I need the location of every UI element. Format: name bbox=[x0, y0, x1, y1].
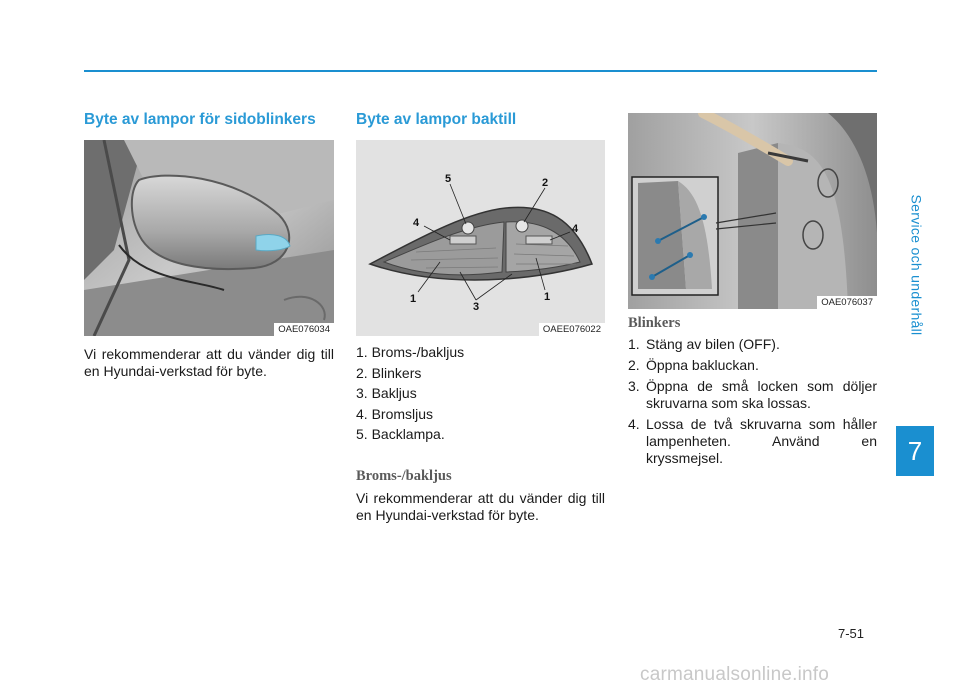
callout-4-left: 4 bbox=[413, 217, 420, 229]
side-blinker-body: Vi rekommenderar att du vänder dig till … bbox=[84, 346, 334, 379]
step-text: Stäng av bilen (OFF). bbox=[646, 336, 780, 352]
callout-5: 5 bbox=[445, 173, 451, 185]
rear-panel-figure: OAE076037 bbox=[628, 113, 877, 309]
section-title-text: Service och underhåll bbox=[908, 194, 924, 336]
callout-1-right: 1 bbox=[544, 291, 550, 303]
step-number: 3. bbox=[628, 378, 640, 394]
mirror-figure: OAE076034 bbox=[84, 140, 334, 336]
step-number: 2. bbox=[628, 357, 640, 373]
mirror-illustration bbox=[84, 140, 334, 336]
figure-code: OAE076037 bbox=[817, 296, 877, 309]
callout-3: 3 bbox=[473, 301, 479, 313]
header-rule bbox=[84, 70, 877, 72]
watermark: carmanualsonline.info bbox=[640, 664, 830, 685]
blinker-subheading: Blinkers bbox=[628, 315, 681, 331]
tail-lamp-figure: 5 2 4 4 1 3 1 OAEE076022 bbox=[356, 140, 605, 336]
tail-lamp-diagram: 5 2 4 4 1 3 1 bbox=[368, 173, 593, 313]
step-text: Lossa de två skruvarna som håller lampen… bbox=[646, 416, 877, 466]
step-item: 3. Öppna de små locken som döljer skruva… bbox=[628, 378, 877, 412]
list-item: 3. Bakljus bbox=[356, 385, 417, 401]
list-item: 5. Backlampa. bbox=[356, 426, 445, 442]
step-number: 4. bbox=[628, 416, 640, 432]
rear-panel-illustration bbox=[628, 113, 877, 309]
callout-4-right: 4 bbox=[572, 223, 579, 235]
step-text: Öppna de små locken som döljer skruvarna… bbox=[646, 378, 877, 411]
list-item: 1. Broms-/bakljus bbox=[356, 344, 465, 360]
step-number: 1. bbox=[628, 336, 640, 352]
figure-code: OAEE076022 bbox=[538, 323, 605, 336]
step-item: 4. Lossa de två skruvarna som håller lam… bbox=[628, 416, 877, 467]
chapter-tab[interactable]: 7 bbox=[896, 426, 934, 476]
brake-tail-subheading: Broms-/bakljus bbox=[356, 468, 452, 484]
page-number: 7-51 bbox=[838, 626, 865, 641]
blinker-steps: 1. Stäng av bilen (OFF). 2. Öppna bakluc… bbox=[628, 336, 877, 471]
step-item: 1. Stäng av bilen (OFF). bbox=[628, 336, 877, 353]
figure-code: OAE076034 bbox=[274, 323, 334, 336]
callout-1-left: 1 bbox=[410, 293, 416, 305]
list-item: 4. Bromsljus bbox=[356, 405, 434, 422]
step-text: Öppna bakluckan. bbox=[646, 357, 759, 373]
side-blinker-heading: Byte av lampor för sidoblinkers bbox=[84, 111, 316, 128]
step-item: 2. Öppna bakluckan. bbox=[628, 357, 877, 374]
list-item: 2. Blinkers bbox=[356, 364, 422, 381]
section-side-title: Service och underhåll bbox=[902, 120, 930, 410]
callout-2: 2 bbox=[542, 177, 548, 189]
brake-tail-body: Vi rekommenderar att du vänder dig till … bbox=[356, 490, 605, 523]
lamp-legend-list: 1. Broms-/bakljus 2. Blinkers 3. Bakljus… bbox=[356, 342, 606, 445]
rear-lamps-heading: Byte av lampor baktill bbox=[356, 111, 517, 128]
